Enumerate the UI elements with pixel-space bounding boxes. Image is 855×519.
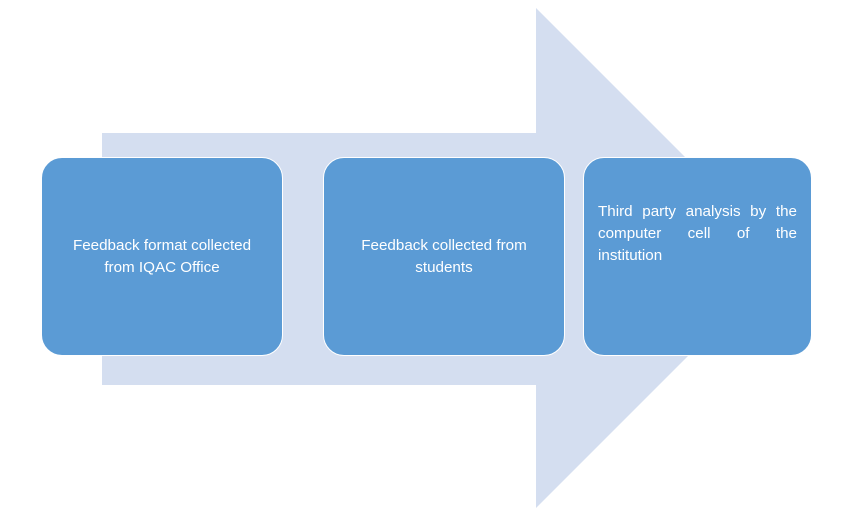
process-step-1-label: Feedback format collected from IQAC Offi… <box>72 236 252 276</box>
process-step-1-box[interactable]: Feedback format collected from IQAC Offi… <box>41 157 283 356</box>
process-step-3-box[interactable]: Third party analysis by the computer cel… <box>583 157 812 356</box>
process-step-3-label: Third party analysis by the computer cel… <box>598 203 797 265</box>
process-step-2-label: Feedback collected from students <box>361 236 527 276</box>
process-step-2-box[interactable]: Feedback collected from students <box>323 157 565 356</box>
